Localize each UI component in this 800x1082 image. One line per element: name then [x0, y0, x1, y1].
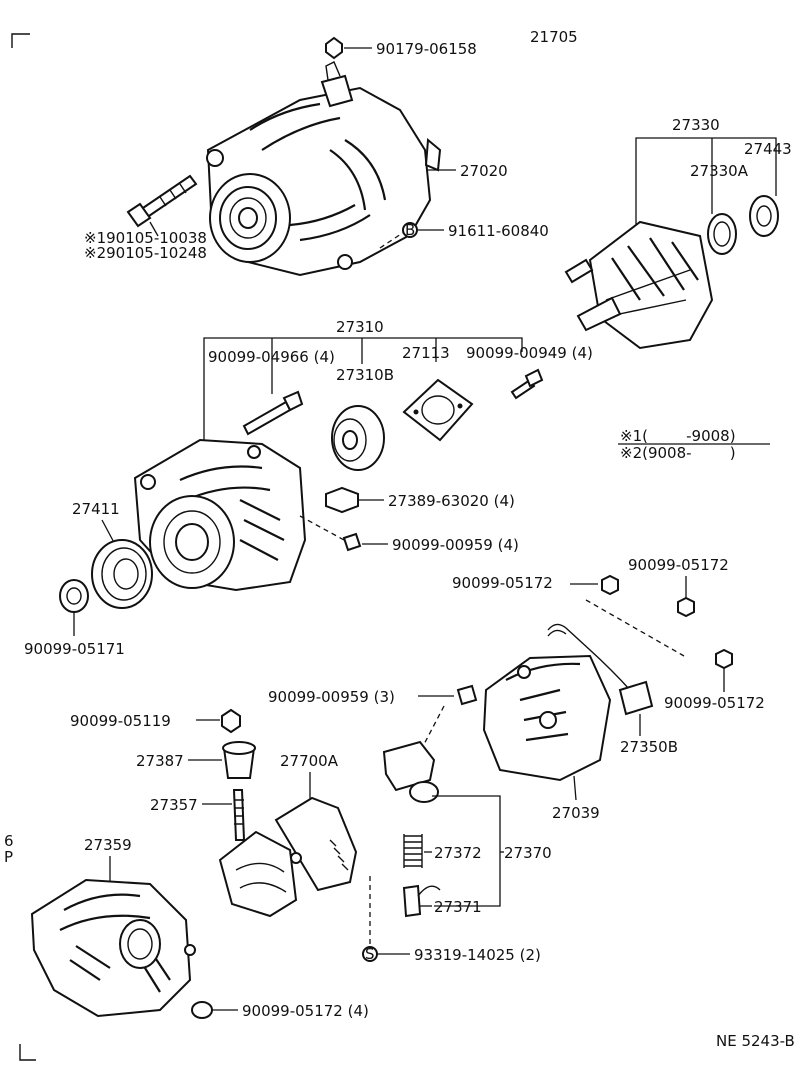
label-27370: 27370	[504, 844, 552, 862]
label-27371: 27371	[434, 898, 482, 916]
corner-mark-top-left	[11, 33, 30, 48]
label-27039: 27039	[552, 804, 600, 822]
svg-text:S: S	[365, 945, 375, 963]
nut-90099-05172-c-icon	[715, 648, 733, 670]
note-1: ※1( -9008)	[620, 427, 736, 445]
label-27350b: 27350B	[620, 738, 678, 756]
label-27020: 27020	[460, 162, 508, 180]
bracket-27330	[635, 137, 777, 236]
label-27357: 27357	[150, 796, 198, 814]
label-290105-10248: ※290105-10248	[84, 244, 207, 262]
label-90099-05172-b: 90099-05172	[452, 574, 553, 592]
screw-90099-00949-icon	[510, 368, 544, 400]
wire-harness-27350b-icon	[547, 623, 654, 716]
corner-mark-bottom-left	[19, 1044, 36, 1061]
bolt-90099-04966-icon	[242, 390, 304, 436]
nut-90099-05119-icon	[221, 708, 241, 734]
label-90099-05171: 90099-05171	[24, 640, 125, 658]
label-91611-60840: 91611-60840	[448, 222, 549, 240]
insulator-27387-icon	[222, 741, 256, 779]
diagram-code: NE 5243-B	[716, 1032, 795, 1050]
rectifier-holder-icon	[218, 830, 298, 918]
nut-90099-05171-icon	[59, 579, 89, 613]
label-93319-14025: 93319-14025 (2)	[414, 946, 541, 964]
label-90099-00959-4: 90099-00959 (4)	[392, 536, 519, 554]
plate-27113-icon	[402, 378, 474, 442]
nut-90179-06158-icon	[325, 36, 372, 60]
nut-90099-05172-a-icon	[677, 596, 695, 618]
symbol-s-icon: S	[362, 945, 378, 963]
regulator-27700a-icon	[274, 796, 358, 892]
bracket-27370	[432, 795, 501, 907]
label-27389-63020: 27389-63020 (4)	[388, 492, 515, 510]
note-2: ※2(9008- )	[620, 444, 736, 462]
label-27310b: 27310B	[336, 366, 394, 384]
label-27700a: 27700A	[280, 752, 339, 770]
alternator-assembly	[206, 61, 442, 277]
bolt-190105-icon	[126, 174, 198, 228]
drive-end-frame-icon	[133, 438, 307, 592]
spring-27372-icon	[403, 834, 423, 868]
label-27310: 27310	[336, 318, 384, 336]
label-27330a: 27330A	[690, 162, 749, 180]
cover-27443-icon	[749, 195, 779, 237]
margin-mark-p: P	[4, 848, 13, 866]
label-27330: 27330	[672, 116, 720, 134]
label-27359: 27359	[84, 836, 132, 854]
top-partial-label: 21705	[530, 28, 578, 46]
brush-27371-icon	[402, 884, 441, 918]
label-90099-00959-3: 90099-00959 (3)	[268, 688, 395, 706]
symbol-b-icon: B	[402, 221, 418, 239]
bracket-27310	[203, 337, 523, 440]
svg-text:B: B	[405, 221, 415, 239]
screw-90099-00959-4-icon	[342, 532, 362, 552]
pulley-27411-icon	[91, 539, 153, 609]
label-90099-00949: 90099-00949 (4)	[466, 344, 593, 362]
terminal-27357-icon	[232, 789, 246, 841]
label-90099-04966: 90099-04966 (4)	[208, 348, 335, 366]
clip-27389-icon	[325, 486, 359, 514]
label-27411: 27411	[72, 500, 120, 518]
label-90099-05172-4: 90099-05172 (4)	[242, 1002, 369, 1020]
rectifier-end-frame-27039-icon	[482, 654, 612, 782]
label-90099-05172-a: 90099-05172	[628, 556, 729, 574]
nut-90099-05172-b-icon	[601, 574, 619, 596]
margin-mark-6: 6	[4, 832, 14, 850]
label-90179-06158: 90179-06158	[376, 40, 477, 58]
bearing-27330a-icon	[707, 213, 737, 255]
label-27443: 27443	[744, 140, 792, 158]
screw-90099-00959-3-icon	[456, 684, 478, 706]
label-90099-05172-c: 90099-05172	[664, 694, 765, 712]
label-90099-05119: 90099-05119	[70, 712, 171, 730]
nut-90099-05172-4-icon	[191, 1001, 213, 1019]
label-27113: 27113	[402, 344, 450, 362]
rotor-icon	[564, 220, 714, 350]
label-190105-10038: ※190105-10038	[84, 229, 207, 247]
label-27372: 27372	[434, 844, 482, 862]
label-27387: 27387	[136, 752, 184, 770]
brush-holder-assy-icon	[382, 740, 439, 803]
bearing-27310b-icon	[331, 405, 385, 471]
rear-cover-27359-icon	[30, 878, 196, 1018]
